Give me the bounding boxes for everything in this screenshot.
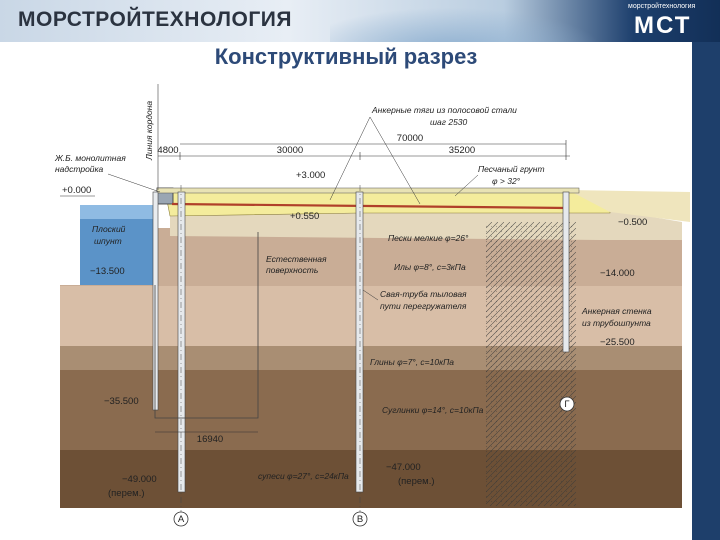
sheet-pile-wall	[152, 191, 159, 411]
header-banner: МОРСТРОЙТЕХНОЛОГИЯ морстройтехнология МС…	[0, 0, 720, 42]
fine-sand-label: Пески мелкие φ=26°	[388, 233, 469, 243]
anchor-rods-label: Анкерные тяги из полосовой стали	[371, 105, 517, 115]
layer-silt-lower	[60, 286, 682, 346]
clay-label: Глины φ=7°, c=10кПа	[370, 357, 454, 367]
elev-m49000-note: (перем.)	[108, 488, 145, 499]
elev-m14000: −14.000	[600, 268, 635, 279]
kordon-label: Линия кордона	[144, 101, 154, 161]
axis-b-label: В	[357, 514, 363, 525]
elev-0550: +0.550	[290, 211, 319, 222]
dim-35200: 35200	[449, 145, 475, 156]
logo-mark: МСТ	[634, 12, 692, 39]
loam-label: Суглинки φ=14°, c=10кПа	[382, 405, 484, 415]
natural-surface-label-2: поверхность	[266, 265, 318, 275]
leader-line	[107, 173, 161, 193]
brand-name: МОРСТРОЙТЕХНОЛОГИЯ	[18, 8, 292, 31]
dim-30000: 30000	[277, 145, 303, 156]
sheet-pile-label-2: шпунт	[94, 236, 122, 246]
elev-0000: +0.000	[62, 185, 91, 196]
elev-m25500: −25.500	[600, 337, 635, 348]
anchor-wall-pile	[562, 191, 570, 353]
silt-label: Илы φ=8°, c=3кПа	[394, 262, 466, 272]
layer-loam	[60, 370, 682, 450]
elev-m35500: −35.500	[104, 396, 139, 407]
header-wave-decoration	[330, 0, 630, 42]
front-pile-a	[177, 191, 186, 493]
leader-line	[369, 116, 421, 205]
anchor-wall-label: Анкерная стенка	[581, 306, 652, 316]
dim-16940: 16940	[197, 434, 223, 445]
anchor-wall-fill	[486, 222, 576, 506]
axis-a-label: А	[178, 514, 185, 525]
rear-slope	[568, 190, 690, 222]
sand-soil-angle: φ > 32°	[492, 176, 521, 186]
anchor-rods-step: шаг 2530	[430, 117, 468, 127]
elev-m47000-note: (перем.)	[398, 476, 435, 487]
logo-caption: морстройтехнология	[628, 3, 696, 10]
rear-pile-label-2: пути перегружателя	[380, 301, 467, 311]
rear-pile-b	[355, 191, 364, 493]
axis-g-label: Г	[564, 399, 569, 410]
elev-plus3000: +3.000	[296, 170, 325, 181]
page-title: Конструктивный разрез	[214, 44, 478, 69]
deck-slab	[156, 187, 580, 194]
sand-soil-label: Песчаный грунт	[478, 164, 545, 174]
leader-line	[329, 116, 371, 201]
elev-m13500: −13.500	[90, 266, 125, 277]
sandy-loam-label: супеси φ=27°, c=24кПа	[258, 471, 349, 481]
elev-m47000: −47.000	[386, 462, 421, 473]
sheet-pile-label: Плоский	[92, 224, 126, 234]
axis-a-marker	[173, 511, 189, 527]
leader-line	[362, 289, 379, 301]
dim-4800: 4800	[157, 145, 178, 156]
elev-m49000: −49.000	[122, 474, 157, 485]
water-surface	[80, 205, 156, 219]
elev-m0500: −0.500	[618, 217, 647, 228]
layer-sandy-loam	[60, 450, 682, 508]
superstructure-label-2: надстройка	[55, 164, 104, 174]
sand-backfill	[164, 189, 611, 217]
axis-g-marker	[559, 396, 575, 412]
superstructure-label: Ж.Б. монолитная	[54, 153, 126, 163]
dredge-outline	[154, 232, 259, 419]
anchor-wall-label-2: из трубошпунта	[582, 318, 651, 328]
leader-line	[454, 174, 479, 197]
dim-70000: 70000	[397, 133, 423, 144]
axis-b-marker	[352, 511, 368, 527]
right-side-bar	[692, 42, 720, 540]
anchor-tie-rod	[171, 202, 569, 210]
natural-surface-label: Естественная	[266, 254, 327, 264]
rear-pile-label: Свая-труба тыловая	[380, 289, 467, 299]
layer-clay	[60, 346, 682, 370]
